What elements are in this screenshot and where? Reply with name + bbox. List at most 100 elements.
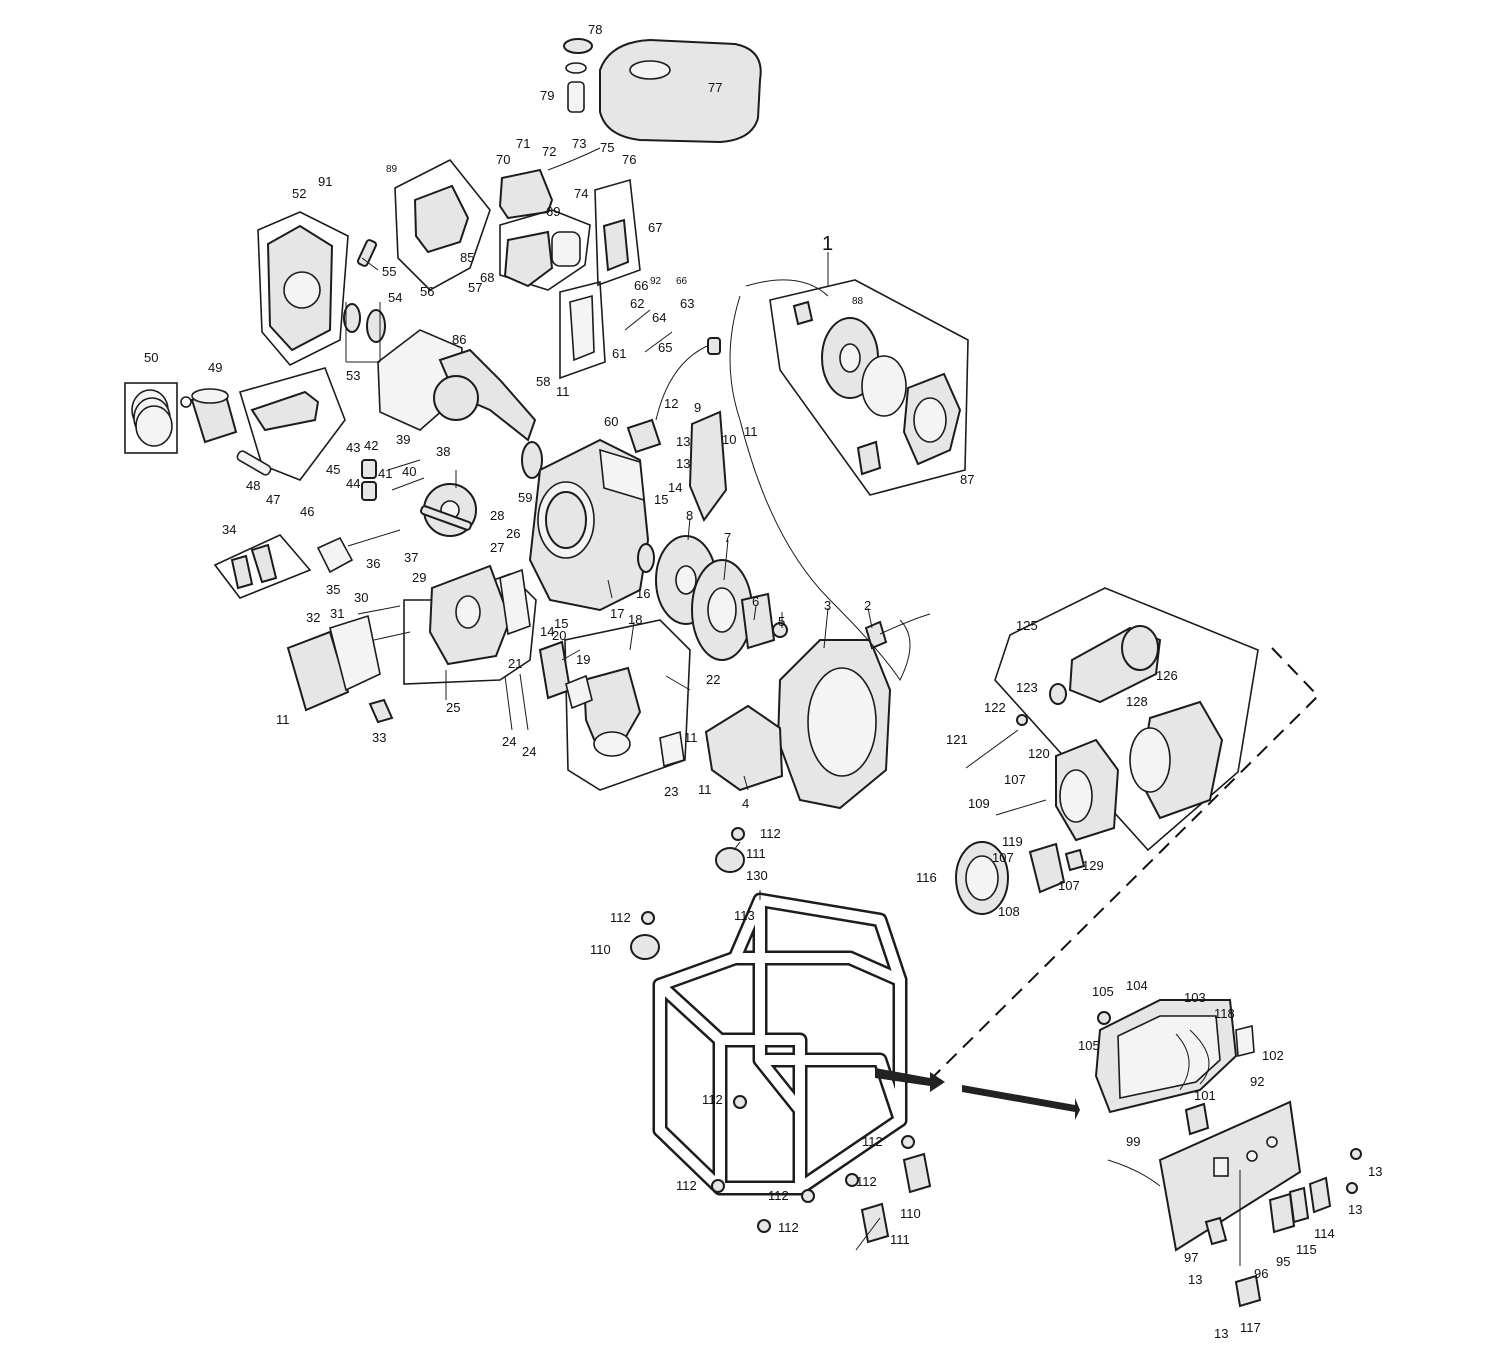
governor-control-group: [559, 280, 673, 380]
rear-cover-grill: [965, 855, 999, 901]
control-box-inner: [1117, 1015, 1221, 1099]
piston-group: [124, 367, 346, 481]
label-46: 46: [300, 504, 314, 519]
label-29: 29: [412, 570, 426, 585]
label-102: 102: [1262, 1048, 1284, 1063]
nut-bottom-right: [845, 1173, 859, 1187]
label-11-mid: 11: [556, 384, 570, 399]
connecting-rod-frame: [238, 367, 346, 481]
label-113: 113: [734, 908, 755, 923]
label-3: 3: [824, 598, 831, 613]
label-76: 76: [622, 152, 636, 167]
bolt-washer: [1016, 714, 1028, 726]
breaker-95: [1268, 1192, 1296, 1234]
cooling-fan-inner: [707, 587, 737, 633]
fuel-tank: [599, 38, 762, 144]
muffler-group: [394, 158, 491, 291]
stud-1: [504, 675, 513, 731]
label-91: 91: [318, 174, 332, 189]
crankcase-cover-hole: [283, 271, 321, 309]
label-103: 103: [1184, 990, 1206, 1005]
front-panel: [1158, 1100, 1302, 1252]
air-filter-cover: [498, 168, 554, 220]
label-5: 5: [778, 614, 785, 629]
recoil-handle: [856, 440, 882, 476]
long-bolt: [995, 799, 1047, 816]
label-55: 55: [382, 264, 396, 279]
fuel-tank-neck: [629, 60, 671, 80]
label-30: 30: [354, 590, 368, 605]
leader-lines: [345, 252, 1241, 1266]
choke-link: [665, 675, 691, 691]
valve-spring-2: [361, 481, 377, 501]
label-79: 79: [540, 88, 554, 103]
fuel-cap: [563, 38, 593, 54]
outlet-97: [1204, 1216, 1228, 1246]
label-13-panel-mid: 13: [1188, 1272, 1202, 1287]
label-39: 39: [396, 432, 410, 447]
label-21: 21: [508, 656, 522, 671]
breather-hose: [547, 147, 601, 171]
handle-grip-left: [630, 934, 660, 960]
label-47: 47: [266, 492, 280, 507]
fuel-valve-group: [594, 178, 641, 287]
screw-13-right: [1350, 1148, 1362, 1160]
governor-kit-frame: [559, 280, 606, 380]
head-gasket: [499, 568, 531, 636]
main-cable: [1107, 1159, 1161, 1187]
label-112-right: 112: [862, 1134, 883, 1149]
arrow-to-panel: [962, 1085, 1080, 1120]
muffler: [413, 184, 470, 254]
label-118: 118: [1214, 1006, 1235, 1021]
flywheel-hub: [675, 565, 697, 595]
label-85: 85: [460, 250, 474, 265]
label-105-top: 105: [1092, 984, 1114, 999]
recoil-starter-frame: [769, 279, 969, 496]
label-13-right-bottom: 13: [1348, 1202, 1362, 1217]
rocker-arm-1: [250, 543, 278, 584]
carburetor-group: [538, 619, 691, 791]
label-92-top: 92: [650, 276, 662, 287]
piston-top: [191, 388, 229, 404]
cylinder-fins: [599, 448, 645, 502]
crank-bearing: [366, 309, 386, 343]
spark-plug-cap: [707, 337, 721, 355]
stud-2: [519, 673, 529, 731]
recoil-housing-center: [913, 397, 947, 443]
label-11-right: 11: [684, 730, 698, 745]
connecting-rod: [250, 390, 320, 432]
label-68: 68: [480, 270, 494, 285]
label-25: 25: [446, 700, 460, 715]
label-37: 37: [404, 550, 418, 565]
governor-arm: [569, 294, 595, 362]
muffler-kit-frame: [394, 158, 491, 291]
recoil-pulley-hub: [839, 343, 861, 373]
label-116: 116: [916, 870, 937, 885]
label-112-top: 112: [760, 826, 781, 841]
label-19: 19: [576, 652, 590, 667]
label-63: 63: [680, 296, 694, 311]
float-bowl: [593, 731, 631, 757]
label-1: 1: [822, 233, 833, 255]
label-73: 73: [572, 136, 586, 151]
label-13b: 13: [676, 456, 690, 471]
through-bolt: [965, 729, 1019, 769]
spark-plug-wire: [655, 343, 713, 421]
label-59: 59: [518, 490, 532, 505]
air-filter-kit-frame: [499, 209, 591, 291]
nut-bottom-mid: [801, 1189, 815, 1203]
label-108: 108: [998, 904, 1020, 919]
oil-dipstick: [356, 239, 378, 267]
piston-pin: [236, 450, 272, 476]
label-65: 65: [658, 340, 672, 355]
label-112-left: 112: [610, 910, 631, 925]
piston-clip: [180, 396, 192, 408]
crankcase-block: [528, 438, 655, 612]
label-12: 12: [664, 396, 678, 411]
label-7: 7: [724, 530, 731, 545]
rotor-bearing: [1049, 683, 1067, 705]
label-20: 20: [552, 628, 566, 643]
label-110-left: 110: [590, 942, 611, 957]
valve-spring-1: [361, 459, 377, 479]
